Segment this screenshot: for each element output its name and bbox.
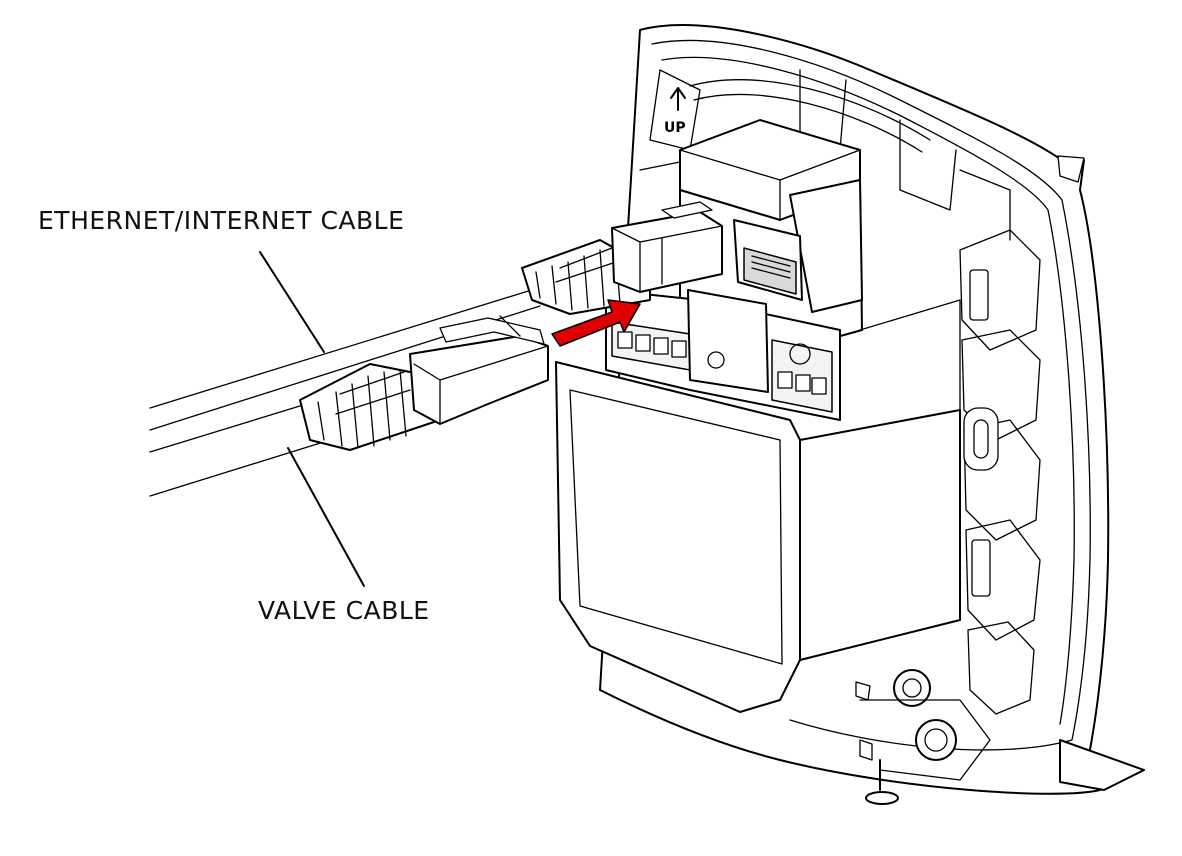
up-marking: UP <box>664 87 686 136</box>
screw <box>865 791 899 805</box>
valve-cable <box>149 315 549 497</box>
leader-lines <box>259 251 365 587</box>
housing-ribs <box>639 69 1041 715</box>
mount-hole <box>893 669 931 707</box>
ethernet-leader-line <box>259 251 325 353</box>
valve-cable-label: VALVE CABLE <box>258 596 430 625</box>
red-arrow-shape <box>551 299 641 347</box>
insertion-arrow <box>551 299 641 347</box>
valve-plug <box>409 335 549 425</box>
mount-plate <box>687 289 769 393</box>
ethernet-cable-label: ETHERNET/INTERNET CABLE <box>38 206 405 235</box>
up-label: UP <box>664 120 686 136</box>
terminal-block-right <box>771 339 833 413</box>
controller-module <box>555 119 991 805</box>
valve-leader-line <box>287 447 365 587</box>
